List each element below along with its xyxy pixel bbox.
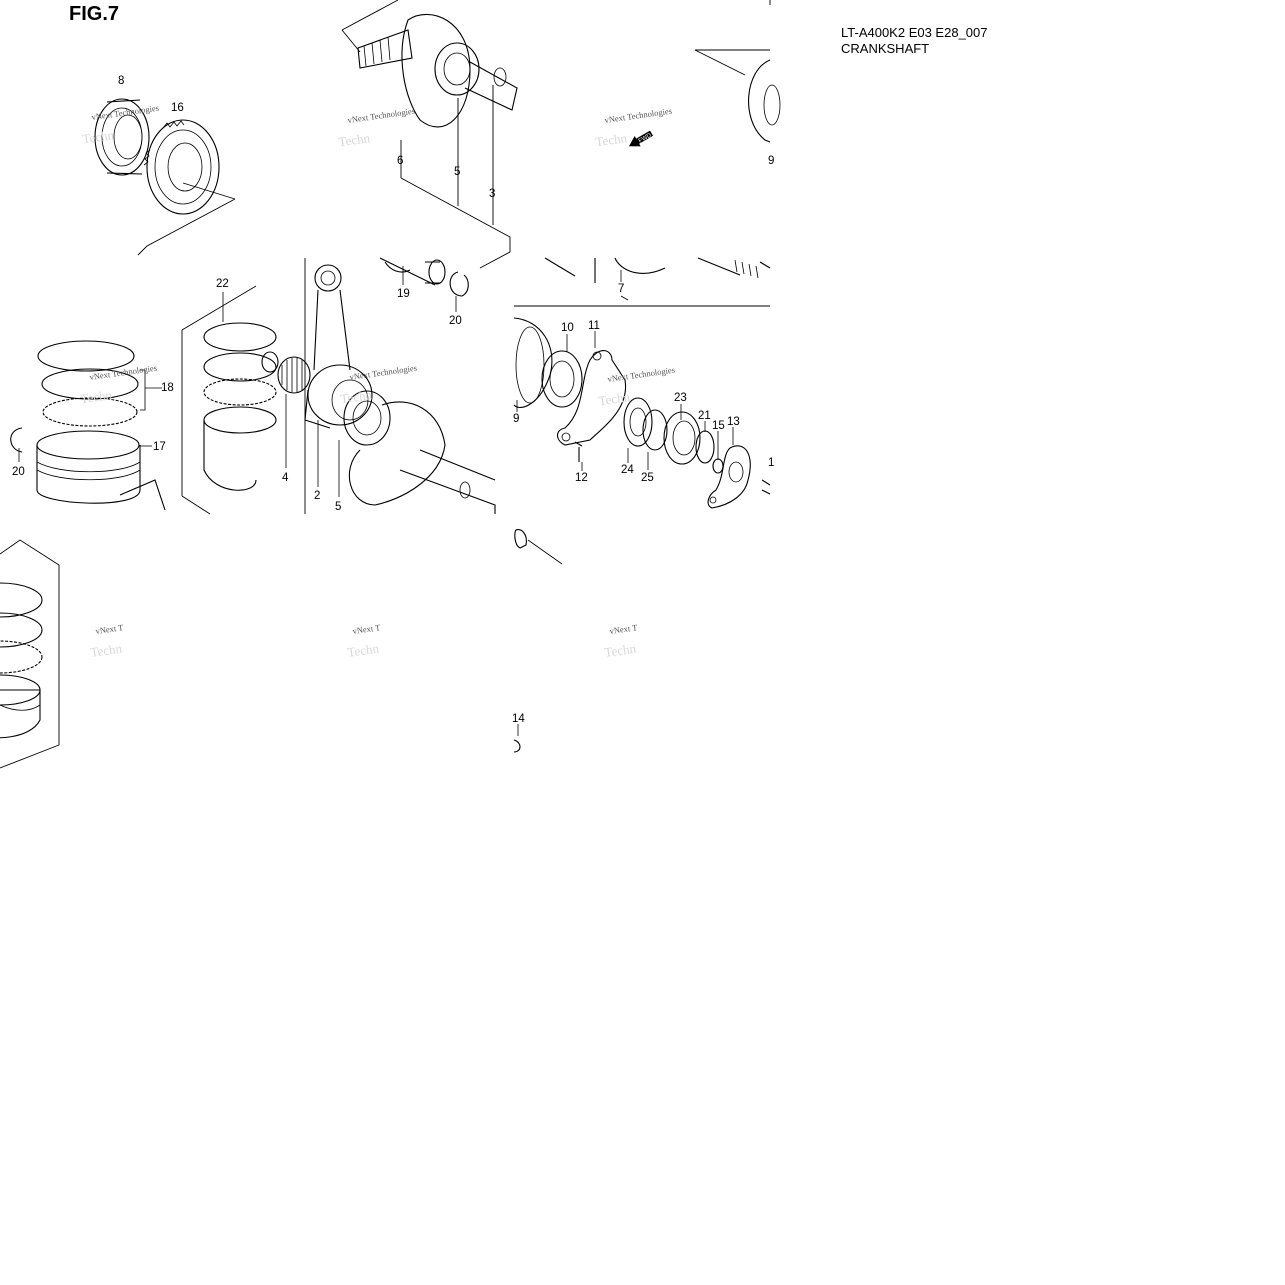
right-side-bearing-group [513, 317, 771, 509]
svg-text:Techn: Techn [338, 130, 372, 149]
figure-title: FIG.7 [69, 3, 120, 25]
callout-11: 11 [588, 320, 600, 332]
lower-piston-group [0, 539, 60, 769]
crankshaft-upper-group [341, 0, 518, 269]
retainer-plate-11 [556, 350, 626, 446]
section-name: CRANKSHAFT [841, 41, 930, 56]
piston-left-group [10, 285, 277, 515]
svg-text:vNext T: vNext T [609, 622, 639, 636]
svg-text:Techn: Techn [346, 641, 380, 660]
callout-19: 19 [397, 288, 410, 300]
svg-text:vNext Technologies: vNext Technologies [349, 363, 418, 382]
callout-6: 6 [397, 155, 403, 167]
fwd-arrow-icon: FWD [629, 130, 653, 147]
callout-9b: 9 [768, 155, 774, 167]
callout-1: 1 [768, 457, 774, 469]
oil-seal-10 [541, 350, 583, 408]
svg-text:Techn: Techn [340, 387, 374, 406]
callout-7: 7 [618, 283, 624, 295]
callout-14: 14 [512, 713, 525, 725]
oil-seal-23 [663, 411, 701, 465]
callout-22: 22 [216, 278, 229, 290]
svg-text:Techn: Techn [82, 127, 116, 146]
callout-10: 10 [561, 322, 574, 334]
ring-25 [642, 409, 668, 451]
svg-text:vNext Technologies: vNext Technologies [91, 103, 160, 122]
svg-text:Techn: Techn [598, 389, 632, 408]
callout-16: 16 [171, 102, 184, 114]
callout-13: 13 [727, 416, 740, 428]
model-info: LT-A400K2 E03 E28_007 CRANKSHAFT [841, 25, 988, 57]
callout-8: 8 [118, 75, 124, 87]
gear-16 [143, 119, 220, 215]
screw-14 [513, 739, 521, 753]
callout-17: 17 [153, 441, 166, 453]
callout-18: 18 [161, 382, 174, 394]
connecting-rod-2 [304, 264, 373, 429]
svg-text:vNext Technologies: vNext Technologies [347, 106, 416, 125]
piston-22-frame [181, 285, 277, 515]
callout-4: 4 [282, 472, 289, 484]
callout-20: 20 [449, 315, 462, 327]
callout-23: 23 [674, 392, 687, 404]
callout-24: 24 [621, 464, 634, 476]
callout-20b: 20 [12, 466, 25, 478]
lower-screws-group [513, 529, 563, 753]
circlip-20 [449, 271, 469, 297]
callout-25: 25 [641, 472, 654, 484]
piston-rings [37, 340, 139, 427]
callout-15: 15 [712, 420, 725, 432]
screw-12 [574, 441, 583, 462]
svg-text:vNext Technologies: vNext Technologies [604, 106, 673, 125]
callout-labels: 8 16 6 5 3 22 19 20 7 18 17 20 4 2 5 10 … [12, 75, 774, 725]
bearing-24 [623, 397, 653, 447]
o-ring-15 [712, 458, 724, 474]
needle-bearing-4 [277, 356, 311, 394]
svg-text:Techn: Techn [603, 641, 637, 660]
callout-9: 9 [513, 413, 519, 425]
callout-21: 21 [698, 410, 711, 422]
piston-17 [36, 430, 166, 511]
crankshaft-shaft [357, 13, 518, 128]
bearing-and-gear-group [94, 98, 236, 256]
piston-pin-19 [379, 257, 446, 286]
model-code: LT-A400K2 E03 E28_007 [841, 25, 988, 40]
callout-2: 2 [314, 490, 320, 502]
callout-5: 5 [454, 166, 460, 178]
connecting-rod-group [261, 257, 496, 514]
bearing-8 [94, 98, 150, 176]
svg-text:Techn: Techn [89, 641, 123, 660]
callout-3: 3 [489, 188, 495, 200]
svg-text:vNext T: vNext T [95, 622, 125, 636]
upper-right-group: FWD [629, 0, 781, 147]
callout-5b: 5 [335, 501, 341, 513]
cap-plate-13 [707, 445, 751, 509]
screw-1 [761, 479, 771, 495]
callout-12: 12 [575, 472, 588, 484]
svg-text:Techn: Techn [595, 130, 629, 149]
crank-web-lower [343, 390, 496, 514]
svg-text:vNext T: vNext T [352, 622, 382, 636]
svg-text:Techn: Techn [80, 387, 114, 406]
shaft-7-group [514, 257, 771, 307]
